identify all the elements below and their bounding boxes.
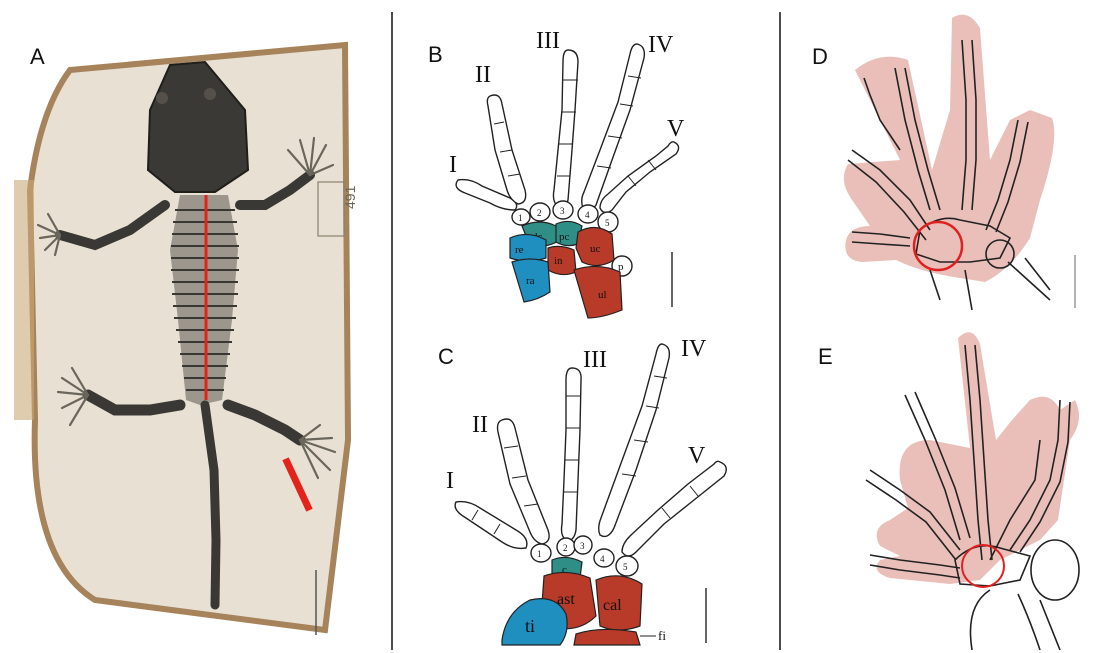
digit-I-label: I: [449, 152, 457, 178]
bone-uc-label: uc: [590, 243, 601, 255]
toe-II-label: II: [472, 412, 488, 438]
tarsal-2-label: 2: [563, 543, 568, 553]
panel-a-label: A: [30, 44, 45, 69]
toe-III-label: III: [583, 347, 607, 373]
bone-ul-label: ul: [598, 289, 607, 301]
bone-ra-label: ra: [526, 275, 535, 287]
digit-V-label: V: [667, 116, 685, 142]
panel-c: C I II III IV V 1 2 3 4 5: [438, 336, 726, 645]
toe-I-label: I: [446, 468, 454, 494]
specimen-number: 491: [342, 185, 358, 209]
bone-cal-label: cal: [603, 597, 622, 614]
tarsal-1-label: 1: [537, 549, 542, 559]
carpal-1-label: 1: [518, 213, 523, 223]
panel-d-label: D: [812, 44, 828, 69]
tarsal-4-label: 4: [600, 554, 605, 564]
orbit-left: [156, 92, 168, 104]
panel-b-label: B: [428, 42, 443, 67]
carpal-2-label: 2: [537, 208, 542, 218]
panel-d: D: [812, 15, 1075, 310]
panel-e-label: E: [818, 344, 833, 369]
tarsal-5-label: 5: [623, 562, 628, 572]
bone-fi: [574, 629, 640, 645]
carpal-4-label: 4: [585, 210, 590, 220]
bone-fi-label: fi: [658, 628, 666, 643]
toe-V-label: V: [688, 443, 706, 469]
tarsal-3-label: 3: [580, 541, 585, 551]
bone-re-label: re: [515, 244, 524, 256]
carpal-5-label: 5: [605, 218, 610, 228]
digit-III-label: III: [536, 28, 560, 54]
panel-e: E: [818, 332, 1079, 650]
panel-c-label: C: [438, 344, 454, 369]
digit-IV-label: IV: [648, 32, 674, 58]
panel-b: B I II III IV V 1 2 3 4: [428, 28, 685, 318]
digit-II-label: II: [475, 62, 491, 88]
bone-in-label: in: [554, 255, 563, 267]
pes-digits: [455, 344, 726, 556]
carpal-3-label: 3: [560, 206, 565, 216]
slab-edge: [14, 180, 34, 420]
toe-IV-label: IV: [681, 336, 707, 362]
orbit-right: [204, 88, 216, 100]
bone-ti-label: ti: [525, 616, 535, 636]
panel-a: A 491: [14, 44, 358, 635]
bone-pc-label: pc: [559, 231, 570, 243]
